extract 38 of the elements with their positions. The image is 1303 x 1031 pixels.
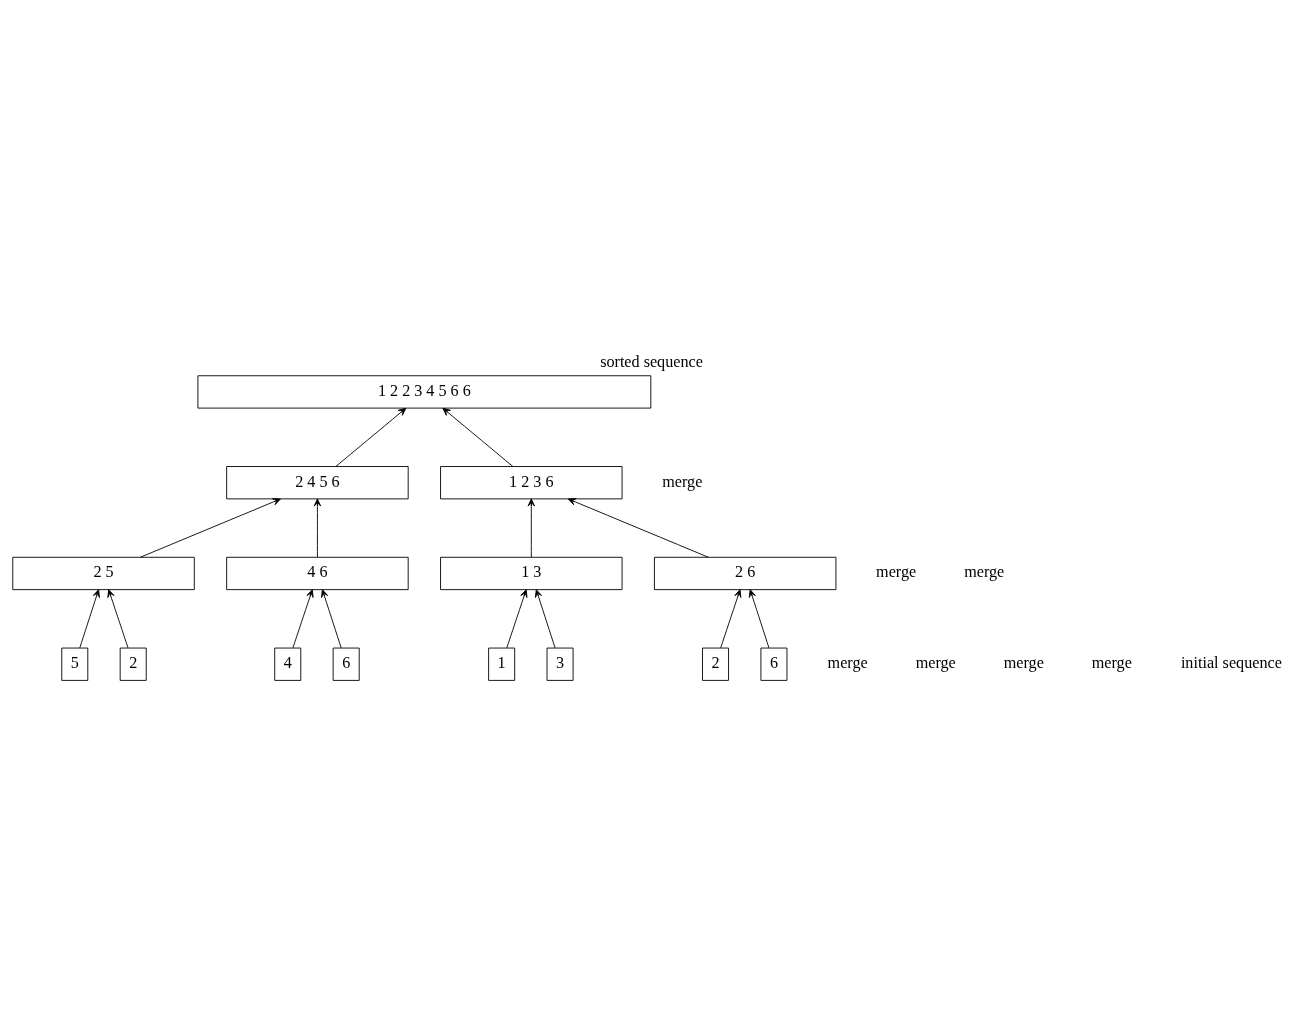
node-box: 1 2 2 3 4 5 6 6 bbox=[197, 375, 652, 409]
node-box: 4 6 bbox=[226, 556, 409, 591]
node-box: 3 bbox=[546, 647, 574, 681]
arrow bbox=[321, 589, 342, 649]
node-box: 1 2 3 6 bbox=[440, 466, 623, 500]
node-box: 4 bbox=[274, 647, 302, 681]
arrow bbox=[720, 589, 742, 649]
label: merge bbox=[662, 472, 703, 490]
diagram-title: sorted sequence bbox=[600, 353, 703, 371]
arrow bbox=[313, 498, 322, 558]
node-box: 6 bbox=[760, 647, 788, 681]
node-box: 6 bbox=[332, 647, 360, 681]
arrow bbox=[79, 589, 100, 649]
caption: initial sequence bbox=[1180, 654, 1282, 672]
node-box: 2 bbox=[119, 647, 147, 681]
node-box: 2 5 bbox=[12, 556, 195, 591]
label: merge bbox=[1091, 654, 1132, 672]
label: merge bbox=[964, 563, 1005, 581]
node-box: 1 bbox=[488, 647, 516, 681]
label: merge bbox=[915, 654, 956, 672]
node-box: 2 bbox=[702, 647, 729, 681]
label: merge bbox=[876, 563, 917, 581]
arrow bbox=[442, 407, 514, 467]
arrow bbox=[534, 589, 556, 649]
arrow bbox=[292, 589, 314, 649]
arrow bbox=[506, 589, 528, 649]
label: merge bbox=[1003, 654, 1044, 672]
arrow bbox=[335, 407, 407, 467]
arrow bbox=[107, 589, 129, 649]
node-box: 5 bbox=[61, 647, 89, 681]
arrow bbox=[527, 498, 535, 558]
node-box: 2 6 bbox=[653, 556, 837, 591]
node-box: 2 4 5 6 bbox=[226, 466, 409, 500]
arrow bbox=[748, 589, 770, 649]
label: merge bbox=[827, 654, 868, 672]
node-box: 1 3 bbox=[440, 556, 623, 591]
arrow bbox=[139, 498, 281, 558]
arrow bbox=[567, 498, 709, 558]
